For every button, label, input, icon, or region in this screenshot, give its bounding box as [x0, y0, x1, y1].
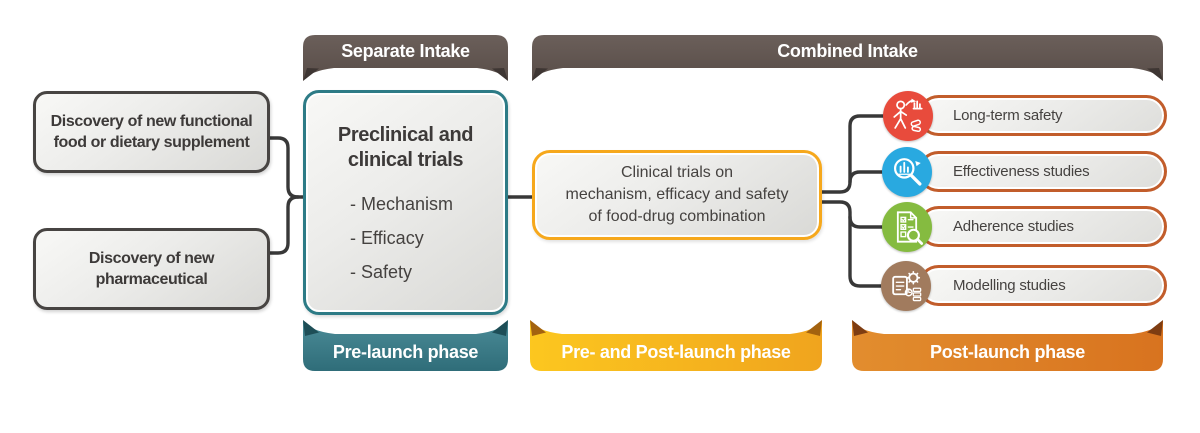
combined-intake-label: Combined Intake — [777, 41, 918, 61]
combined-intake-ribbon-shape — [532, 35, 1163, 81]
discovery-food-box: Discovery of new functional food or diet… — [33, 91, 270, 173]
clinical-trials-combination-label: Clinical trials on mechanism, efficacy a… — [566, 162, 789, 228]
postlaunch-ribbon-shape — [852, 320, 1163, 371]
modelling-studies-label: Modelling studies — [953, 277, 1066, 294]
magnifier-chart-icon — [893, 158, 922, 186]
list-item-efficacy: - Efficacy — [350, 228, 424, 248]
effectiveness-studies-circle — [882, 147, 932, 197]
adherence-studies-label: Adherence studies — [953, 218, 1074, 235]
long-term-safety-label: Long-term safety — [953, 107, 1063, 124]
modelling-studies-circle — [881, 261, 931, 311]
preclinical-trials-title: Preclinical and clinical trials — [306, 123, 505, 173]
list-item-mechanism: - Mechanism — [350, 194, 454, 214]
discovery-pharma-line2: pharmaceutical — [95, 271, 208, 288]
preclinical-trials-content: Preclinical and clinical trials - Mechan… — [306, 93, 505, 289]
preclinical-trials-box: Preclinical and clinical trials - Mechan… — [303, 90, 508, 315]
clinical-trials-combination-box: Clinical trials on mechanism, efficacy a… — [532, 150, 822, 240]
outcome-pill-effectiveness: Effectiveness studies — [918, 151, 1167, 192]
discovery-pharma-label: Discovery of new pharmaceutical — [88, 248, 215, 290]
outcome-pill-adherence: Adherence studies — [918, 206, 1167, 247]
combined-intake-ribbon: Combined Intake — [532, 35, 1163, 81]
postlaunch-phase-label: Post-launch phase — [930, 342, 1085, 362]
checklist-magnifier-icon — [896, 211, 924, 245]
discovery-food-label: Discovery of new functional food or diet… — [51, 111, 253, 153]
effectiveness-studies-label: Effectiveness studies — [953, 163, 1090, 180]
postlaunch-phase-ribbon: Post-launch phase — [852, 320, 1163, 371]
combination-line3: of food-drug combination — [588, 208, 766, 225]
separate-intake-label: Separate Intake — [341, 41, 470, 61]
person-chart-icon — [893, 98, 923, 133]
prelaunch-phase-label: Pre-launch phase — [332, 342, 479, 362]
prepost-launch-phase-ribbon: Pre- and Post-launch phase — [530, 320, 822, 371]
outcome-pill-long-term-safety: Long-term safety — [918, 95, 1167, 136]
prelaunch-ribbon-shape — [303, 320, 508, 371]
discovery-food-line2: food or dietary supplement — [53, 134, 250, 151]
prelaunch-phase-ribbon: Pre-launch phase — [303, 320, 508, 371]
document-gear-icon — [892, 270, 922, 302]
prepost-ribbon-shape — [530, 320, 822, 371]
preclinical-title-line1: Preclinical and — [337, 124, 474, 146]
outcome-pill-modelling: Modelling studies — [918, 265, 1167, 306]
discovery-pharma-line1: Discovery of new — [88, 250, 215, 267]
list-item-safety: - Safety — [350, 262, 413, 282]
adherence-studies-circle — [882, 202, 932, 252]
long-term-safety-circle — [883, 91, 933, 141]
preclinical-trials-list: - Mechanism - Efficacy - Safety — [306, 187, 505, 289]
separate-intake-ribbon: Separate Intake — [303, 35, 508, 81]
combination-line2: mechanism, efficacy and safety — [565, 186, 789, 203]
prepost-launch-phase-label: Pre- and Post-launch phase — [561, 342, 791, 362]
combination-line1: Clinical trials on — [620, 164, 734, 181]
separate-intake-ribbon-shape — [303, 35, 508, 81]
discovery-pharma-box: Discovery of new pharmaceutical — [33, 228, 270, 310]
discovery-food-line1: Discovery of new functional — [50, 113, 253, 130]
preclinical-title-line2: clinical trials — [347, 149, 464, 171]
